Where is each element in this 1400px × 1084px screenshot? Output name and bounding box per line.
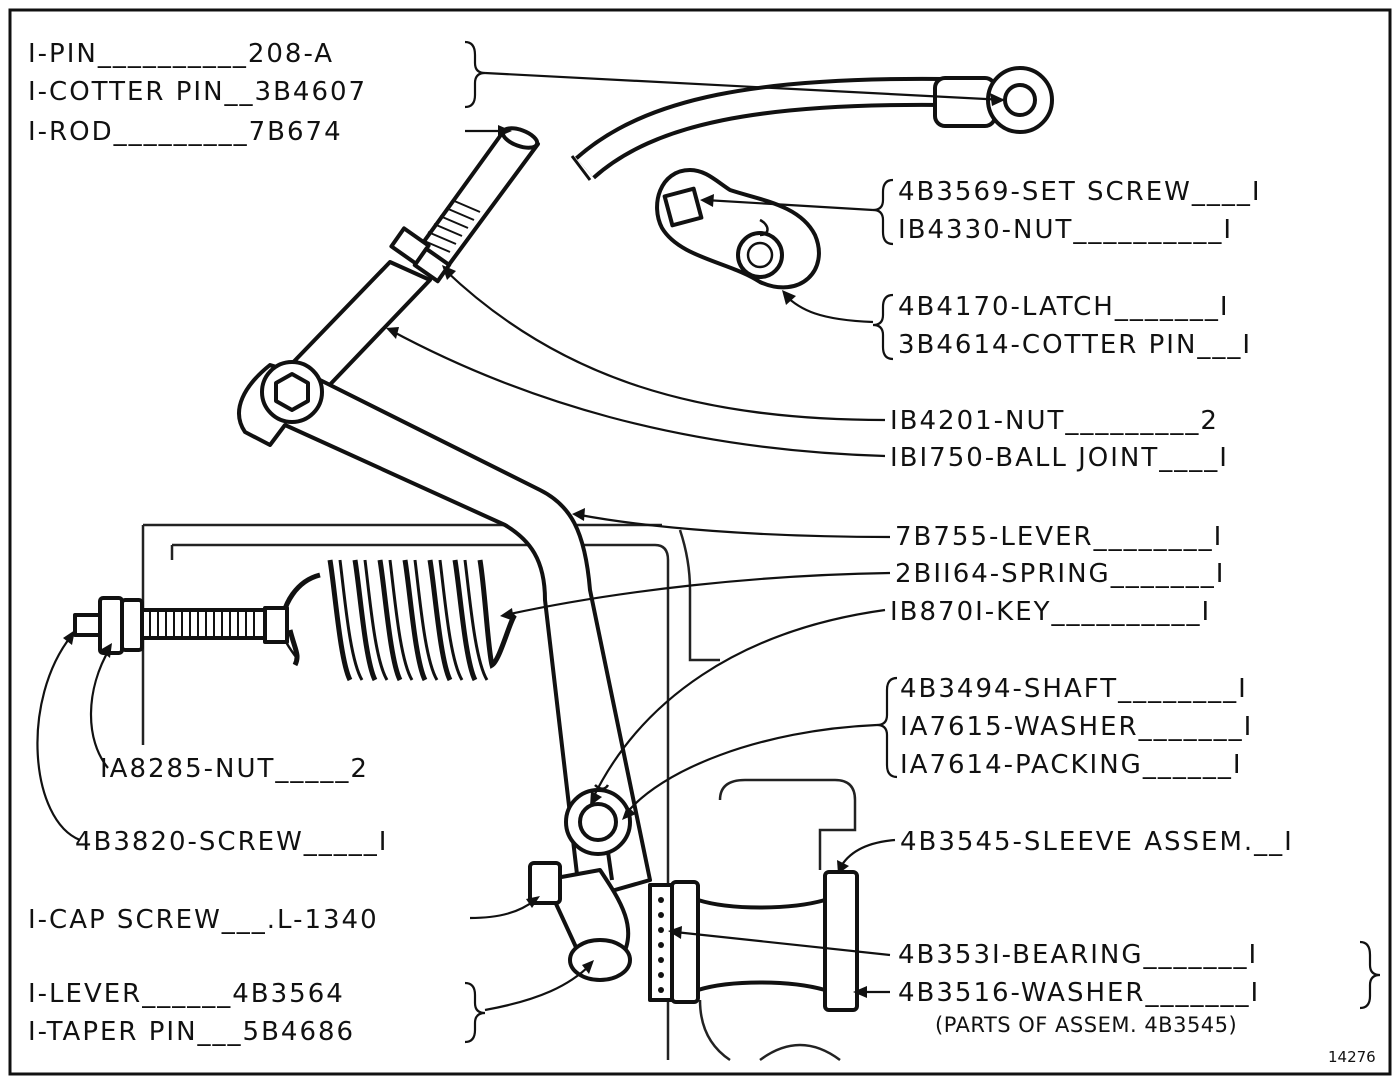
figure-number: 14276 bbox=[1328, 1048, 1376, 1066]
label-cotter-pin-3b4614: 3B4614-COTTER PIN___I bbox=[898, 330, 1252, 360]
label-key: IB870I-KEY__________I bbox=[890, 597, 1211, 627]
sleeve-assembly bbox=[648, 870, 859, 1012]
label-nut-1b4201: IB4201-NUT_________2 bbox=[890, 406, 1219, 436]
label-washer-1a7615: IA7615-WASHER_______I bbox=[900, 712, 1253, 742]
labels-left: I-PIN__________208-A I-COTTER PIN__3B460… bbox=[28, 39, 388, 1047]
label-lever-4b3564: I-LEVER______4B3564 bbox=[28, 979, 345, 1009]
diagram-border bbox=[8, 8, 1392, 1076]
label-nut-1a8285: IA8285-NUT_____2 bbox=[100, 754, 369, 784]
labels-right: 4B3569-SET SCREW____I IB4330-NUT________… bbox=[890, 177, 1376, 1066]
label-cotter-pin: I-COTTER PIN__3B4607 bbox=[28, 77, 367, 107]
label-pin: I-PIN__________208-A bbox=[28, 39, 334, 69]
label-latch: 4B4170-LATCH_______I bbox=[898, 292, 1230, 322]
label-lever-7b755: 7B755-LEVER________I bbox=[895, 522, 1223, 552]
label-spring: 2BII64-SPRING_______I bbox=[895, 559, 1225, 589]
latch-assembly bbox=[655, 168, 821, 290]
label-ball-joint: IBI750-BALL JOINT____I bbox=[890, 443, 1229, 473]
label-washer-4b3516: 4B3516-WASHER_______I bbox=[898, 978, 1260, 1008]
label-packing: IA7614-PACKING______I bbox=[900, 750, 1243, 780]
label-rod: I-ROD_________7B674 bbox=[28, 117, 343, 147]
label-taper-pin: I-TAPER PIN___5B4686 bbox=[28, 1017, 355, 1047]
label-sleeve-assem: 4B3545-SLEEVE ASSEM.__I bbox=[900, 827, 1294, 857]
leader-lines bbox=[36, 40, 1381, 1044]
top-rod bbox=[570, 66, 1054, 181]
control-rod bbox=[276, 126, 540, 397]
label-parts-note: (PARTS OF ASSEM. 4B3545) bbox=[935, 1013, 1237, 1037]
label-shaft: 4B3494-SHAFT________I bbox=[900, 674, 1248, 704]
label-nut-1b4330: IB4330-NUT__________I bbox=[898, 215, 1233, 245]
adjusting-screw bbox=[73, 596, 300, 661]
label-bearing: 4B353I-BEARING_______I bbox=[898, 940, 1258, 970]
spring bbox=[277, 559, 518, 682]
main-lever bbox=[237, 360, 652, 982]
label-screw-4b3820: 4B3820-SCREW_____I bbox=[75, 827, 388, 857]
label-set-screw: 4B3569-SET SCREW____I bbox=[898, 177, 1262, 207]
label-cap-screw: I-CAP SCREW___.L-1340 bbox=[28, 905, 379, 935]
